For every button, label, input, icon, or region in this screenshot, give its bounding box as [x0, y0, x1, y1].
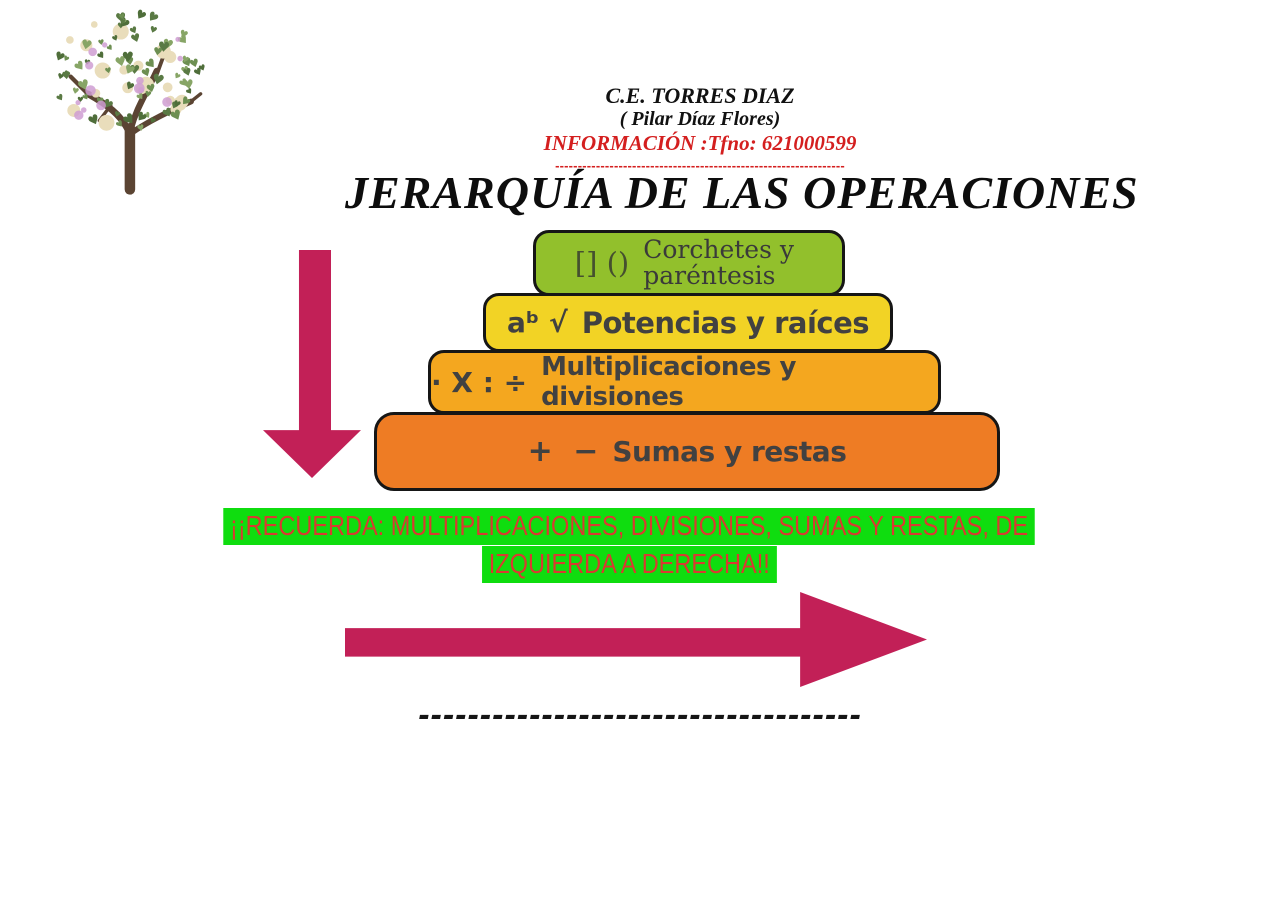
- svg-text:♥: ♥: [148, 25, 159, 37]
- svg-text:♥: ♥: [121, 61, 137, 78]
- svg-text:♥: ♥: [172, 71, 183, 82]
- svg-text:♥: ♥: [188, 56, 201, 71]
- svg-text:♥: ♥: [152, 45, 163, 59]
- svg-text:♥: ♥: [182, 76, 196, 93]
- svg-text:♥: ♥: [61, 68, 73, 80]
- down-arrow: [263, 250, 361, 478]
- powers-symbols: aᵇ √: [506, 306, 568, 339]
- svg-text:♥: ♥: [86, 112, 103, 131]
- svg-text:♥: ♥: [168, 100, 179, 112]
- svg-text:♥: ♥: [96, 50, 108, 63]
- reminder-note: ¡¡RECUERDA: MULTIPLICACIONES, DIVISIONES…: [0, 508, 1258, 584]
- svg-text:♥: ♥: [148, 115, 158, 126]
- svg-text:♥: ♥: [150, 71, 166, 90]
- svg-text:♥: ♥: [145, 81, 158, 96]
- svg-text:♥: ♥: [105, 42, 116, 53]
- svg-text:♥: ♥: [179, 54, 190, 66]
- svg-text:♥: ♥: [157, 39, 171, 56]
- svg-text:♥: ♥: [56, 71, 65, 82]
- svg-text:♥: ♥: [77, 95, 84, 104]
- svg-text:♥: ♥: [136, 123, 146, 135]
- svg-text:♥: ♥: [81, 92, 92, 103]
- svg-text:♥: ♥: [114, 9, 128, 26]
- reminder-line-1: ¡¡RECUERDA: MULTIPLICACIONES, DIVISIONES…: [223, 508, 1035, 545]
- pyramid-level-addition: + − Sumas y restas: [374, 412, 1000, 491]
- svg-text:♥: ♥: [117, 20, 125, 30]
- svg-text:♥: ♥: [119, 18, 126, 27]
- svg-text:♥: ♥: [139, 65, 153, 81]
- brackets-label: Corchetes y paréntesis: [643, 234, 795, 290]
- svg-text:♥: ♥: [55, 92, 67, 105]
- svg-text:♥: ♥: [184, 86, 195, 97]
- svg-text:♥: ♥: [124, 55, 135, 68]
- svg-text:♥: ♥: [97, 37, 105, 47]
- svg-text:♥: ♥: [160, 36, 175, 53]
- brackets-symbols: [] (): [574, 246, 630, 280]
- multiplication-symbols: · X : ÷: [431, 365, 528, 399]
- right-arrow: [345, 592, 927, 687]
- tree-leaves: ♥♥♥♥♥♥♥♥♥♥♥♥♥♥♥♥♥♥♥♥♥♥♥♥♥♥♥♥♥♥♥♥♥♥♥♥♥♥♥♥…: [52, 6, 208, 134]
- school-name: C.E. TORRES DIAZ: [605, 83, 795, 108]
- header-block: C.E. TORRES DIAZ ( Pilar Díaz Flores) IN…: [390, 83, 1010, 173]
- svg-text:♥: ♥: [121, 50, 134, 67]
- svg-text:♥: ♥: [118, 16, 129, 27]
- svg-text:♥: ♥: [144, 89, 152, 99]
- svg-text:♥: ♥: [197, 62, 208, 74]
- svg-text:♥: ♥: [110, 33, 120, 44]
- addition-symbols: + −: [527, 434, 599, 469]
- powers-label: Potencias y raíces: [581, 305, 870, 340]
- svg-text:♥: ♥: [180, 64, 191, 77]
- svg-text:♥: ♥: [113, 54, 128, 72]
- svg-text:♥: ♥: [61, 53, 71, 64]
- page-title: JERARQUÍA DE LAS OPERACIONES: [345, 167, 1139, 218]
- svg-text:♥: ♥: [61, 70, 72, 83]
- tree-logo: ♥♥♥♥♥♥♥♥♥♥♥♥♥♥♥♥♥♥♥♥♥♥♥♥♥♥♥♥♥♥♥♥♥♥♥♥♥♥♥♥…: [42, 6, 214, 201]
- pyramid-level-powers: aᵇ √ Potencias y raíces: [483, 293, 893, 352]
- svg-text:♥: ♥: [71, 85, 80, 96]
- svg-text:♥: ♥: [104, 66, 113, 76]
- svg-text:♥: ♥: [52, 48, 67, 65]
- header-divider-dashes: ----------------------------------------…: [555, 158, 845, 173]
- contact-info: INFORMACIÓN :Tfno: 621000599: [543, 131, 857, 155]
- svg-text:♥: ♥: [171, 99, 182, 111]
- svg-text:♥: ♥: [113, 109, 122, 120]
- pyramid-level-multiplication: · X : ÷ Multiplicaciones y divisiones: [428, 350, 941, 414]
- svg-text:♥: ♥: [182, 67, 194, 80]
- svg-text:♥: ♥: [129, 30, 143, 47]
- svg-text:♥: ♥: [142, 110, 153, 121]
- footer-divider-dashes: ------------------------------------: [418, 696, 862, 734]
- reminder-line-2: IZQUIERDA A DERECHA!!: [481, 546, 777, 583]
- svg-text:♥: ♥: [129, 63, 140, 77]
- tree-logo-svg: ♥♥♥♥♥♥♥♥♥♥♥♥♥♥♥♥♥♥♥♥♥♥♥♥♥♥♥♥♥♥♥♥♥♥♥♥♥♥♥♥…: [52, 6, 208, 195]
- teacher-name: ( Pilar Díaz Flores): [619, 108, 781, 130]
- svg-text:♥: ♥: [128, 25, 140, 38]
- multiplication-label: Multiplicaciones y divisiones: [541, 352, 796, 412]
- pyramid-level-brackets: [] () Corchetes y paréntesis: [533, 230, 845, 296]
- tree-trunk: [68, 51, 203, 195]
- svg-text:♥: ♥: [118, 11, 127, 21]
- addition-label: Sumas y restas: [612, 435, 847, 468]
